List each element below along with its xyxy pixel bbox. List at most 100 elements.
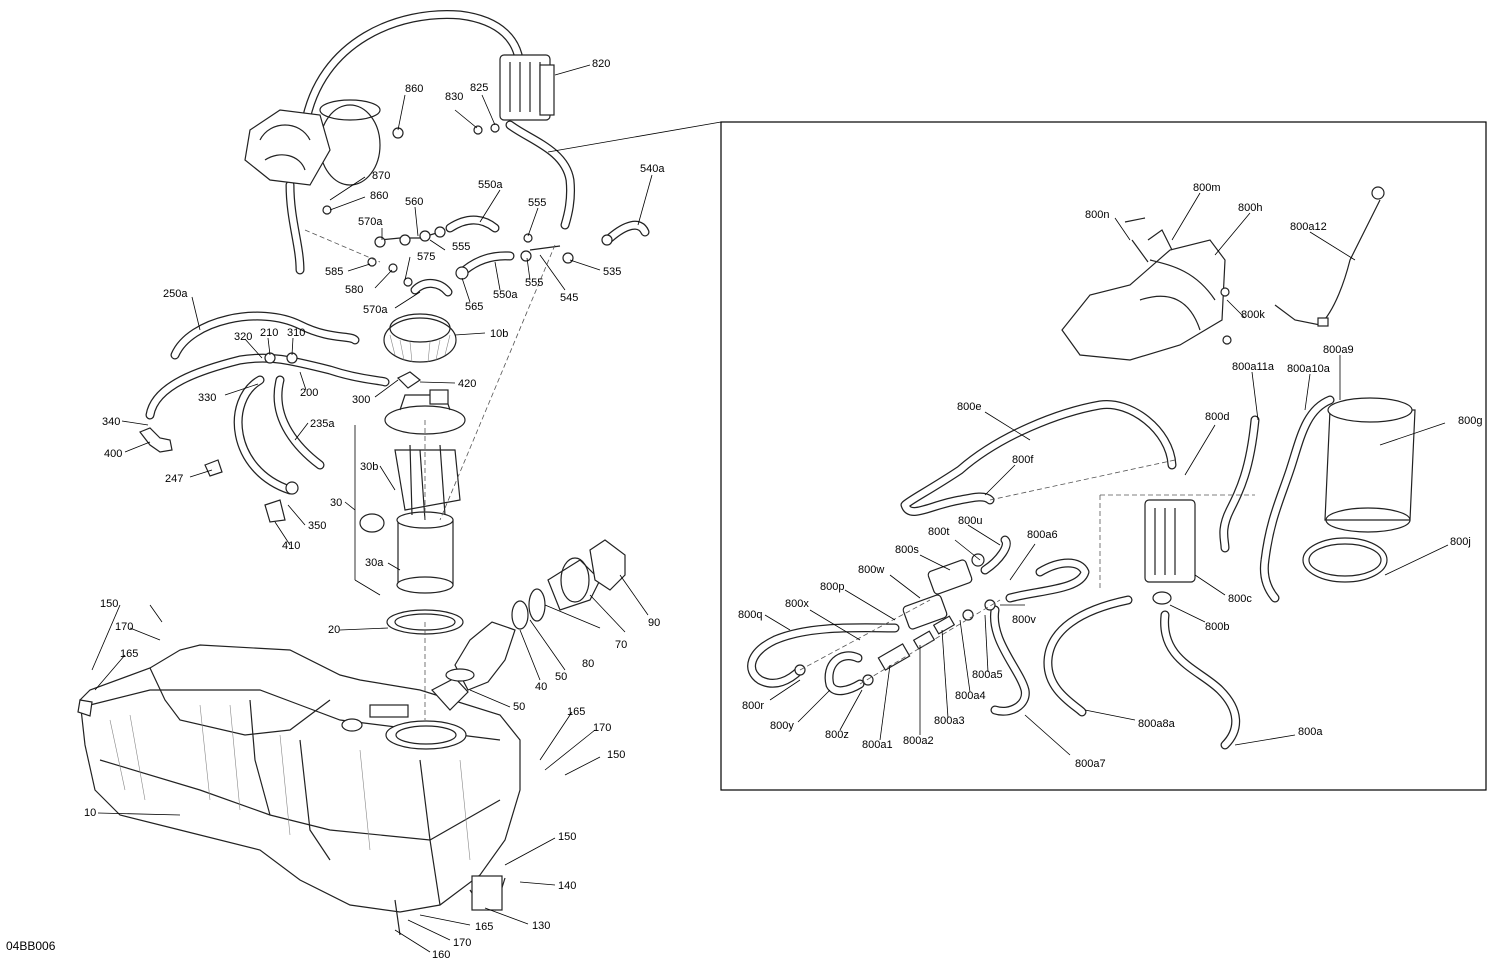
- label-50-mid: 50: [555, 671, 567, 683]
- label-800a6: 800a6: [1027, 529, 1058, 541]
- label-555-low: 555: [525, 277, 543, 289]
- label-800q: 800q: [738, 609, 762, 621]
- label-800u: 800u: [958, 515, 982, 527]
- label-10b: 10b: [490, 328, 508, 340]
- detail-inset-frame: [720, 121, 1487, 791]
- label-800d: 800d: [1205, 411, 1229, 423]
- label-800n: 800n: [1085, 209, 1109, 221]
- label-150-left: 150: [100, 598, 118, 610]
- label-40: 40: [535, 681, 547, 693]
- label-800w: 800w: [858, 564, 884, 576]
- label-800k: 800k: [1241, 309, 1265, 321]
- label-565: 565: [465, 301, 483, 313]
- label-800c: 800c: [1228, 593, 1252, 605]
- label-70: 70: [615, 639, 627, 651]
- label-20: 20: [328, 624, 340, 636]
- label-800a3: 800a3: [934, 715, 965, 727]
- label-310: 310: [287, 327, 305, 339]
- label-170-bottom: 170: [453, 937, 471, 949]
- label-30a: 30a: [365, 557, 384, 569]
- label-165-left: 165: [120, 648, 138, 660]
- inset-parts: [747, 186, 1416, 750]
- label-800a1: 800a1: [862, 739, 893, 751]
- label-570a-top: 570a: [358, 216, 383, 228]
- vent-hoses-left: [139, 311, 390, 523]
- label-800a7: 800a7: [1075, 758, 1106, 770]
- label-170-left: 170: [115, 621, 133, 633]
- label-800r: 800r: [742, 700, 764, 712]
- label-535: 535: [603, 266, 621, 278]
- label-165-right: 165: [567, 706, 585, 718]
- label-410: 410: [282, 540, 300, 552]
- label-800v: 800v: [1012, 614, 1036, 626]
- label-340: 340: [102, 416, 120, 428]
- label-800y: 800y: [770, 720, 794, 732]
- label-330: 330: [198, 392, 216, 404]
- label-210: 210: [260, 327, 278, 339]
- label-150-right: 150: [607, 749, 625, 761]
- fuel-tank: [77, 644, 521, 936]
- label-165-bottom: 165: [475, 921, 493, 933]
- label-555-mid: 555: [452, 241, 470, 253]
- label-800a8a: 800a8a: [1138, 718, 1176, 730]
- label-400: 400: [104, 448, 122, 460]
- label-90: 90: [648, 617, 660, 629]
- label-250a: 250a: [163, 288, 188, 300]
- label-575: 575: [417, 251, 435, 263]
- filler-neck-assembly: [445, 539, 626, 691]
- label-800f: 800f: [1012, 454, 1034, 466]
- label-800b: 800b: [1205, 621, 1229, 633]
- label-800s: 800s: [895, 544, 919, 556]
- label-800a5: 800a5: [972, 669, 1003, 681]
- label-50-low: 50: [513, 701, 525, 713]
- label-30: 30: [330, 497, 342, 509]
- label-800g: 800g: [1458, 415, 1482, 427]
- label-825: 825: [470, 82, 488, 94]
- label-800h: 800h: [1238, 202, 1262, 214]
- label-130: 130: [532, 920, 550, 932]
- label-550a-low: 550a: [493, 289, 518, 301]
- label-560: 560: [405, 196, 423, 208]
- label-860-top: 860: [405, 83, 423, 95]
- label-800a12: 800a12: [1290, 221, 1327, 233]
- part-number-labels: 820 825 830 860 870 860 550a 560 570a 55…: [84, 58, 1482, 961]
- label-800m: 800m: [1193, 182, 1221, 194]
- label-420: 420: [458, 378, 476, 390]
- label-800a10a: 800a10a: [1287, 363, 1331, 375]
- label-160: 160: [432, 949, 450, 961]
- label-800a11a: 800a11a: [1232, 361, 1275, 373]
- label-545: 545: [560, 292, 578, 304]
- label-550a-top: 550a: [478, 179, 503, 191]
- label-200: 200: [300, 387, 318, 399]
- label-140: 140: [558, 880, 576, 892]
- evap-canister-assembly-top: [244, 9, 575, 275]
- label-247: 247: [165, 473, 183, 485]
- label-800j: 800j: [1450, 536, 1471, 548]
- label-10: 10: [84, 807, 96, 819]
- leader-lines: [91, 64, 1449, 953]
- label-800a2: 800a2: [903, 735, 934, 747]
- label-585: 585: [325, 266, 343, 278]
- label-800t: 800t: [928, 526, 949, 538]
- drawing-code: 04BB006: [6, 939, 56, 953]
- label-800p: 800p: [820, 581, 844, 593]
- label-800a4: 800a4: [955, 690, 986, 702]
- label-150-bottom: 150: [558, 831, 576, 843]
- label-860-mid: 860: [370, 190, 388, 202]
- label-300: 300: [352, 394, 370, 406]
- label-800x: 800x: [785, 598, 809, 610]
- label-540a: 540a: [640, 163, 665, 175]
- label-320: 320: [234, 331, 252, 343]
- label-580: 580: [345, 284, 363, 296]
- label-170-right: 170: [593, 722, 611, 734]
- label-800a9: 800a9: [1323, 344, 1354, 356]
- label-30b: 30b: [360, 461, 378, 473]
- label-870: 870: [372, 170, 390, 182]
- label-80: 80: [582, 658, 594, 670]
- label-820: 820: [592, 58, 610, 70]
- label-570a-low: 570a: [363, 304, 388, 316]
- label-235a: 235a: [310, 418, 335, 430]
- label-830: 830: [445, 91, 463, 103]
- fuel-pump-module: [359, 313, 466, 635]
